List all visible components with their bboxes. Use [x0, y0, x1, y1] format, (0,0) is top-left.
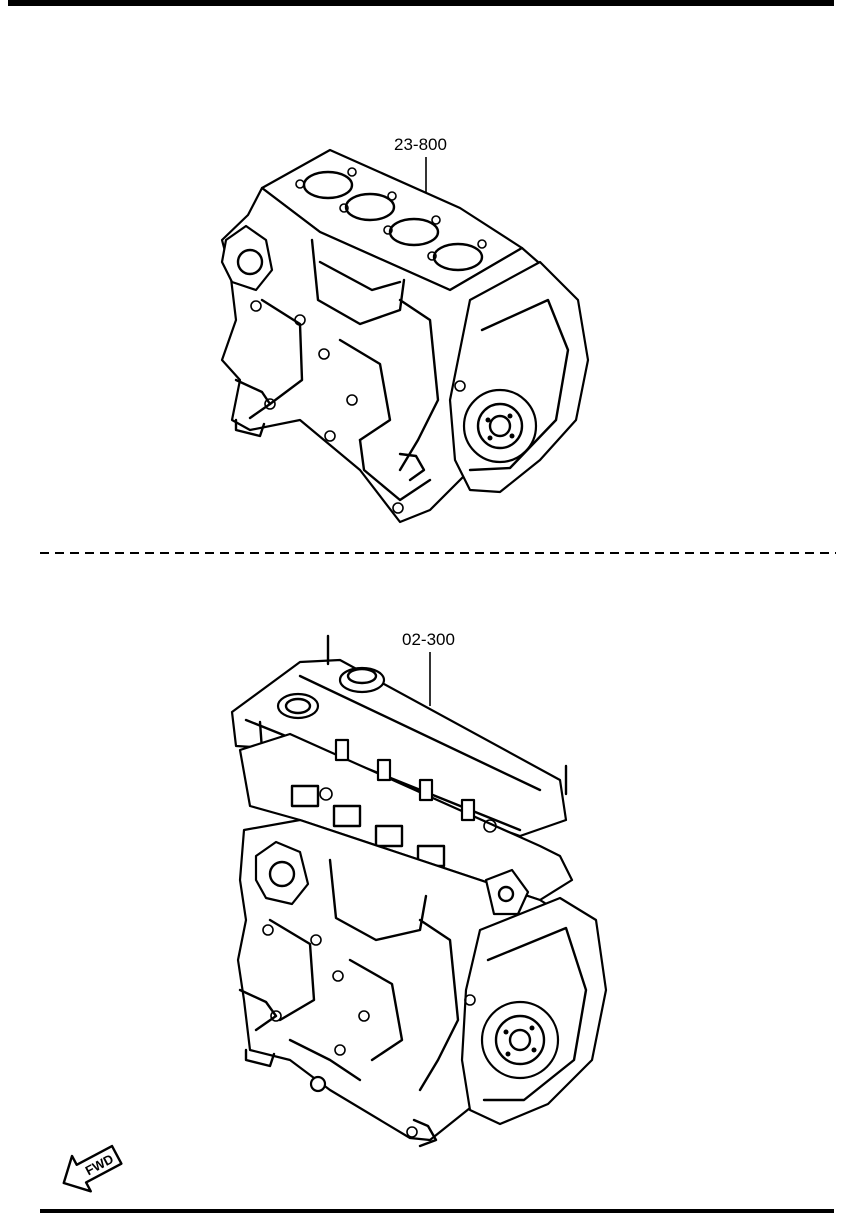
- part-engine-assembly[interactable]: 02-300: [230, 630, 608, 1148]
- fwd-direction-indicator: FWD: [62, 1144, 123, 1193]
- fwd-arrow-icon: [62, 1144, 123, 1193]
- engine-assembly-illustration: [230, 634, 608, 1148]
- bottom-border: [40, 1209, 834, 1213]
- part-cylinder-block[interactable]: 23-800: [220, 135, 590, 524]
- cylinder-block-illustration: [220, 148, 590, 524]
- callout-label-cylinder-block: 23-800: [394, 135, 447, 154]
- top-border: [8, 0, 834, 6]
- callout-label-engine-assembly: 02-300: [402, 630, 455, 649]
